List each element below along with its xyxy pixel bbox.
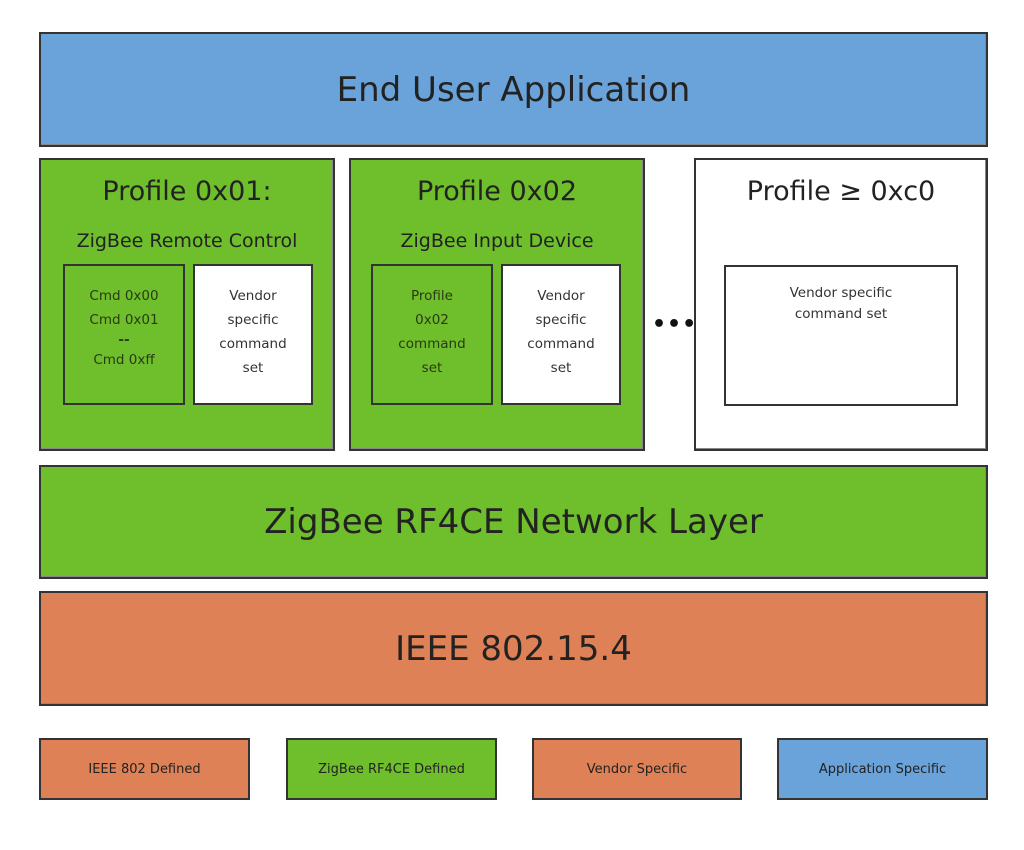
legend-ieee-802-defined: IEEE 802 Defined — [39, 738, 250, 800]
ellipsis-icon: ••• — [652, 312, 698, 337]
vendor-line: set — [550, 360, 572, 376]
application-layer-label: End User Application — [336, 69, 691, 110]
command-line: Cmd 0x01 — [89, 312, 159, 328]
command-line: Cmd 0xff — [93, 352, 155, 368]
profile-0x01-vendor-command-set: Vendor specific command set — [193, 264, 313, 405]
legend-vendor-specific: Vendor Specific — [532, 738, 742, 800]
network-layer-label: ZigBee RF4CE Network Layer — [264, 502, 763, 542]
command-line: -- — [118, 332, 130, 348]
command-line: Cmd 0x00 — [89, 288, 159, 304]
legend-label: ZigBee RF4CE Defined — [318, 761, 465, 777]
command-line: set — [421, 360, 443, 376]
profile-0x01-box: Profile 0x01: ZigBee Remote Control Cmd … — [39, 158, 335, 451]
profile-0x01-command-set: Cmd 0x00 Cmd 0x01 -- Cmd 0xff — [63, 264, 185, 405]
profile-vendor-range-title: Profile ≥ 0xc0 — [746, 176, 936, 207]
legend-label: IEEE 802 Defined — [88, 761, 201, 777]
profile-0x02-title: Profile 0x02 — [416, 176, 578, 207]
vendor-line: Vendor — [229, 288, 277, 304]
profile-0x01-title: Profile 0x01: — [102, 176, 272, 207]
vendor-line: specific — [535, 312, 587, 328]
profile-0x01-subtitle: ZigBee Remote Control — [76, 230, 298, 252]
profile-vendor-range-box: Profile ≥ 0xc0 Vendor specific command s… — [694, 158, 988, 451]
profile-0x02-vendor-command-set: Vendor specific command set — [501, 264, 621, 405]
command-line: 0x02 — [415, 312, 449, 328]
vendor-line: command set — [794, 306, 888, 322]
ieee-802-15-4-layer: IEEE 802.15.4 — [39, 591, 988, 706]
command-line: Profile — [411, 288, 453, 304]
profile-vendor-range-command-set: Vendor specific command set — [724, 265, 958, 406]
legend-label: Vendor Specific — [586, 761, 688, 777]
profile-0x02-box: Profile 0x02 ZigBee Input Device Profile… — [349, 158, 645, 451]
profile-0x02-subtitle: ZigBee Input Device — [400, 230, 594, 252]
profile-0x02-command-set: Profile 0x02 command set — [371, 264, 493, 405]
legend-label: Application Specific — [818, 761, 947, 777]
command-line: command — [398, 336, 466, 352]
network-layer: ZigBee RF4CE Network Layer — [39, 465, 988, 579]
legend-zigbee-rf4ce-defined: ZigBee RF4CE Defined — [286, 738, 497, 800]
vendor-line: set — [242, 360, 264, 376]
ieee-layer-label: IEEE 802.15.4 — [395, 628, 632, 669]
legend-application-specific: Application Specific — [777, 738, 988, 800]
vendor-line: command — [219, 336, 287, 352]
vendor-line: command — [527, 336, 595, 352]
vendor-line: specific — [227, 312, 279, 328]
vendor-line: Vendor specific — [789, 285, 893, 301]
end-user-application-layer: End User Application — [39, 32, 988, 147]
vendor-line: Vendor — [537, 288, 585, 304]
